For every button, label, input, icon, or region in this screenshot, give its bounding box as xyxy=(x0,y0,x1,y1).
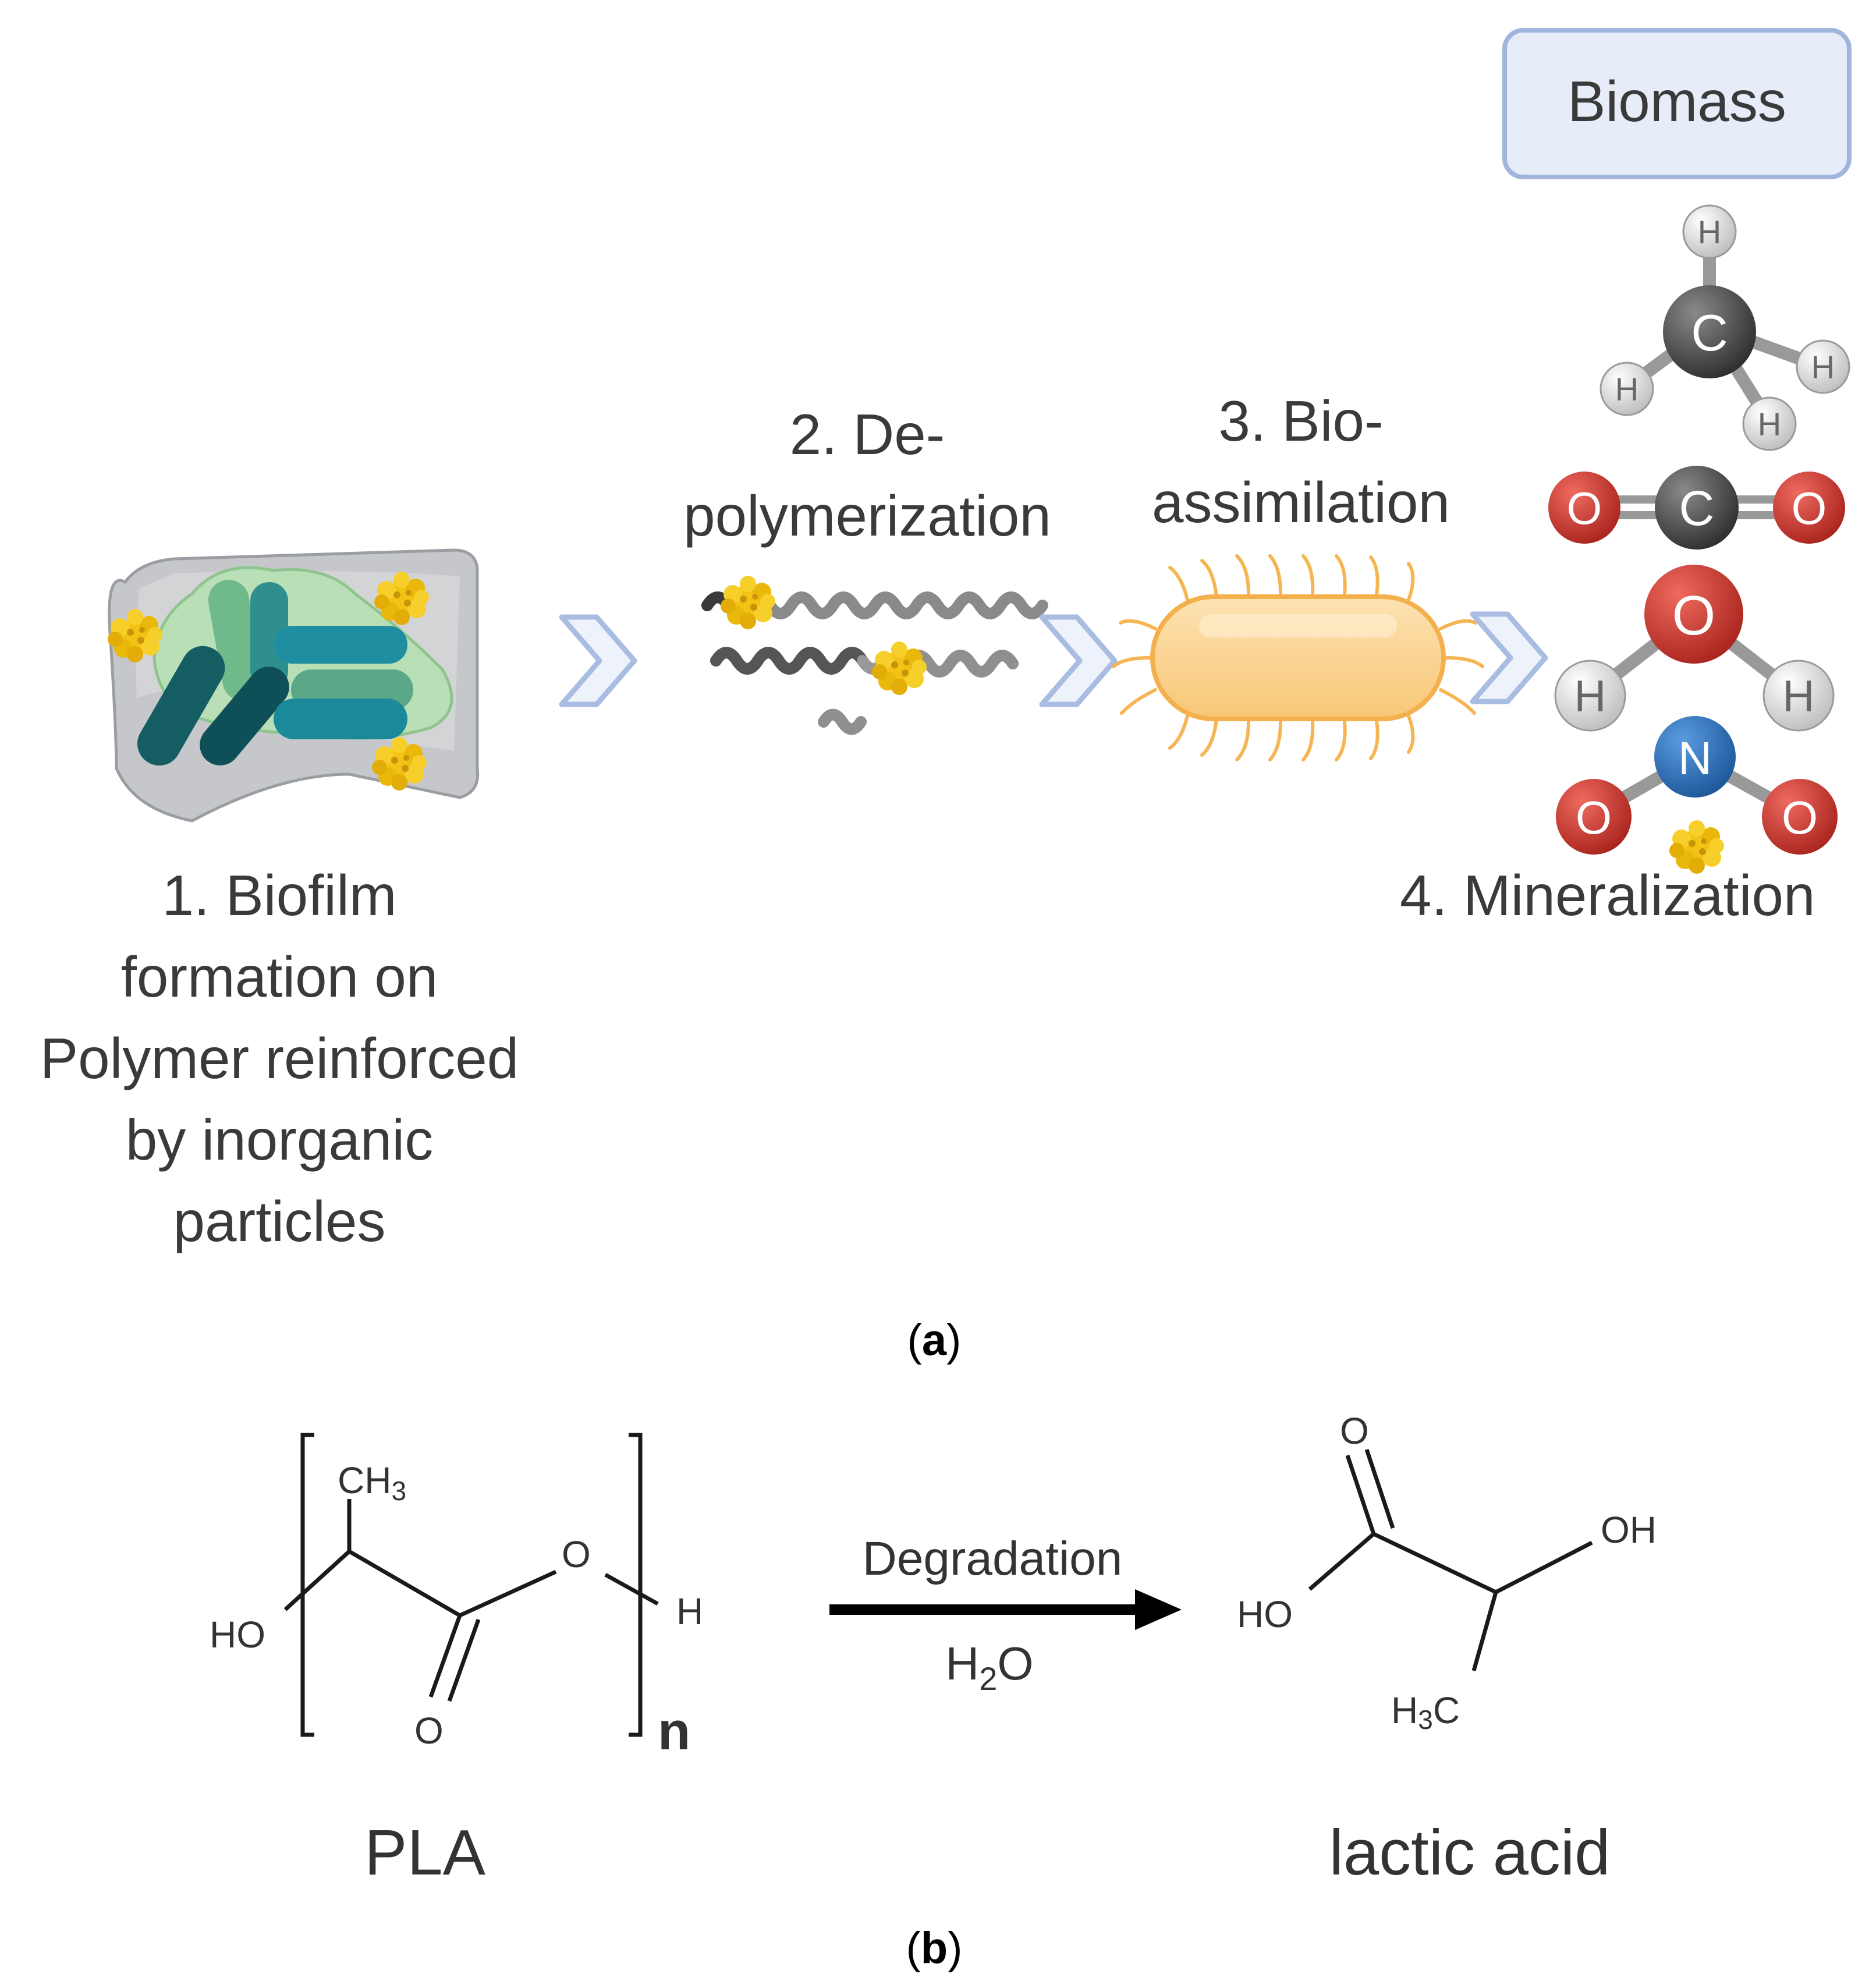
step1-line: 1. Biofilm xyxy=(162,863,396,927)
svg-text:C: C xyxy=(1691,304,1728,362)
water-molecule-icon: O H H xyxy=(1554,565,1835,732)
process-arrow-icon xyxy=(1039,614,1118,707)
svg-text:O: O xyxy=(1672,584,1716,647)
lactic-ho-label: HO xyxy=(1237,1593,1293,1635)
reaction-condition-label: Degradation xyxy=(863,1532,1123,1585)
pla-h-label: H xyxy=(676,1590,703,1632)
pla-ho-label: HO xyxy=(210,1614,265,1656)
arrow-head-icon xyxy=(1135,1589,1182,1630)
lactic-oh-label: OH xyxy=(1601,1509,1657,1551)
pla-structure: CH3 HO O O H n PLA xyxy=(210,1433,703,1888)
step2-line: polymerization xyxy=(683,484,1051,548)
svg-text:H: H xyxy=(1783,672,1815,721)
svg-text:O: O xyxy=(1576,792,1612,844)
nitrogen-dioxide-molecule-icon: O O N xyxy=(1556,716,1838,874)
biofilm-polymer-illustration xyxy=(108,548,480,823)
svg-text:H: H xyxy=(1758,406,1781,442)
panel-b-caption: (b) xyxy=(906,1923,962,1973)
svg-text:N: N xyxy=(1678,732,1712,784)
panel-b: CH3 HO O O H n PLA Degradation H2O xyxy=(210,1410,1657,1973)
step1-label: 1. Biofilm formation on Polymer reinforc… xyxy=(40,863,519,1253)
methane-molecule-icon: C H H H H xyxy=(1600,204,1850,451)
biomass-box: Biomass xyxy=(1502,28,1852,179)
panel-a: 1. Biofilm formation on Polymer reinforc… xyxy=(40,28,1852,1365)
svg-text:O: O xyxy=(1792,483,1827,534)
biomass-label: Biomass xyxy=(1567,69,1786,133)
bacteria-rods xyxy=(137,580,413,766)
svg-text:C: C xyxy=(1679,481,1715,536)
step1-line: Polymer reinforced xyxy=(40,1026,519,1090)
process-arrow-icon xyxy=(1470,611,1548,704)
step4-label: 4. Mineralization xyxy=(1400,863,1815,927)
pla-repeat-n-label: n xyxy=(658,1702,690,1761)
step1-line: particles xyxy=(173,1189,386,1253)
lactic-carbonyl-oxygen-label: O xyxy=(1340,1410,1369,1452)
step1-line: by inorganic xyxy=(126,1108,433,1172)
step2-line: 2. De- xyxy=(790,402,945,466)
step2-label: 2. De- polymerization xyxy=(683,402,1051,548)
lactic-acid-name-label: lactic acid xyxy=(1329,1817,1611,1888)
pla-ester-oxygen-label: O xyxy=(562,1533,591,1575)
svg-text:H: H xyxy=(1811,349,1835,385)
svg-text:H: H xyxy=(1698,214,1721,250)
lactic-acid-structure: O OH HO H3C lactic acid xyxy=(1237,1410,1657,1888)
svg-text:O: O xyxy=(1782,792,1818,844)
step3-line: 3. Bio- xyxy=(1218,389,1383,453)
step1-line: formation on xyxy=(121,945,438,1009)
pla-name-label: PLA xyxy=(364,1817,486,1888)
panel-a-caption: (a) xyxy=(907,1316,962,1365)
bacterium-illustration xyxy=(1112,554,1484,761)
svg-text:H: H xyxy=(1574,672,1606,721)
step3-line: assimilation xyxy=(1152,470,1450,534)
svg-text:H: H xyxy=(1615,371,1639,407)
reaction-reagent-label: H2O xyxy=(945,1638,1033,1697)
process-arrow-icon xyxy=(559,614,637,707)
step3-label: 3. Bio- assimilation xyxy=(1152,389,1450,534)
polymer-fragments-illustration xyxy=(701,576,1048,735)
pla-ch3-label: CH3 xyxy=(338,1459,406,1506)
degradation-reaction-arrow: Degradation H2O xyxy=(829,1532,1182,1697)
carbon-dioxide-molecule-icon: O O C xyxy=(1548,466,1845,550)
pla-carbonyl-oxygen-label: O xyxy=(414,1710,444,1752)
svg-text:O: O xyxy=(1567,483,1602,534)
lactic-h3c-label: H3C xyxy=(1391,1689,1460,1735)
